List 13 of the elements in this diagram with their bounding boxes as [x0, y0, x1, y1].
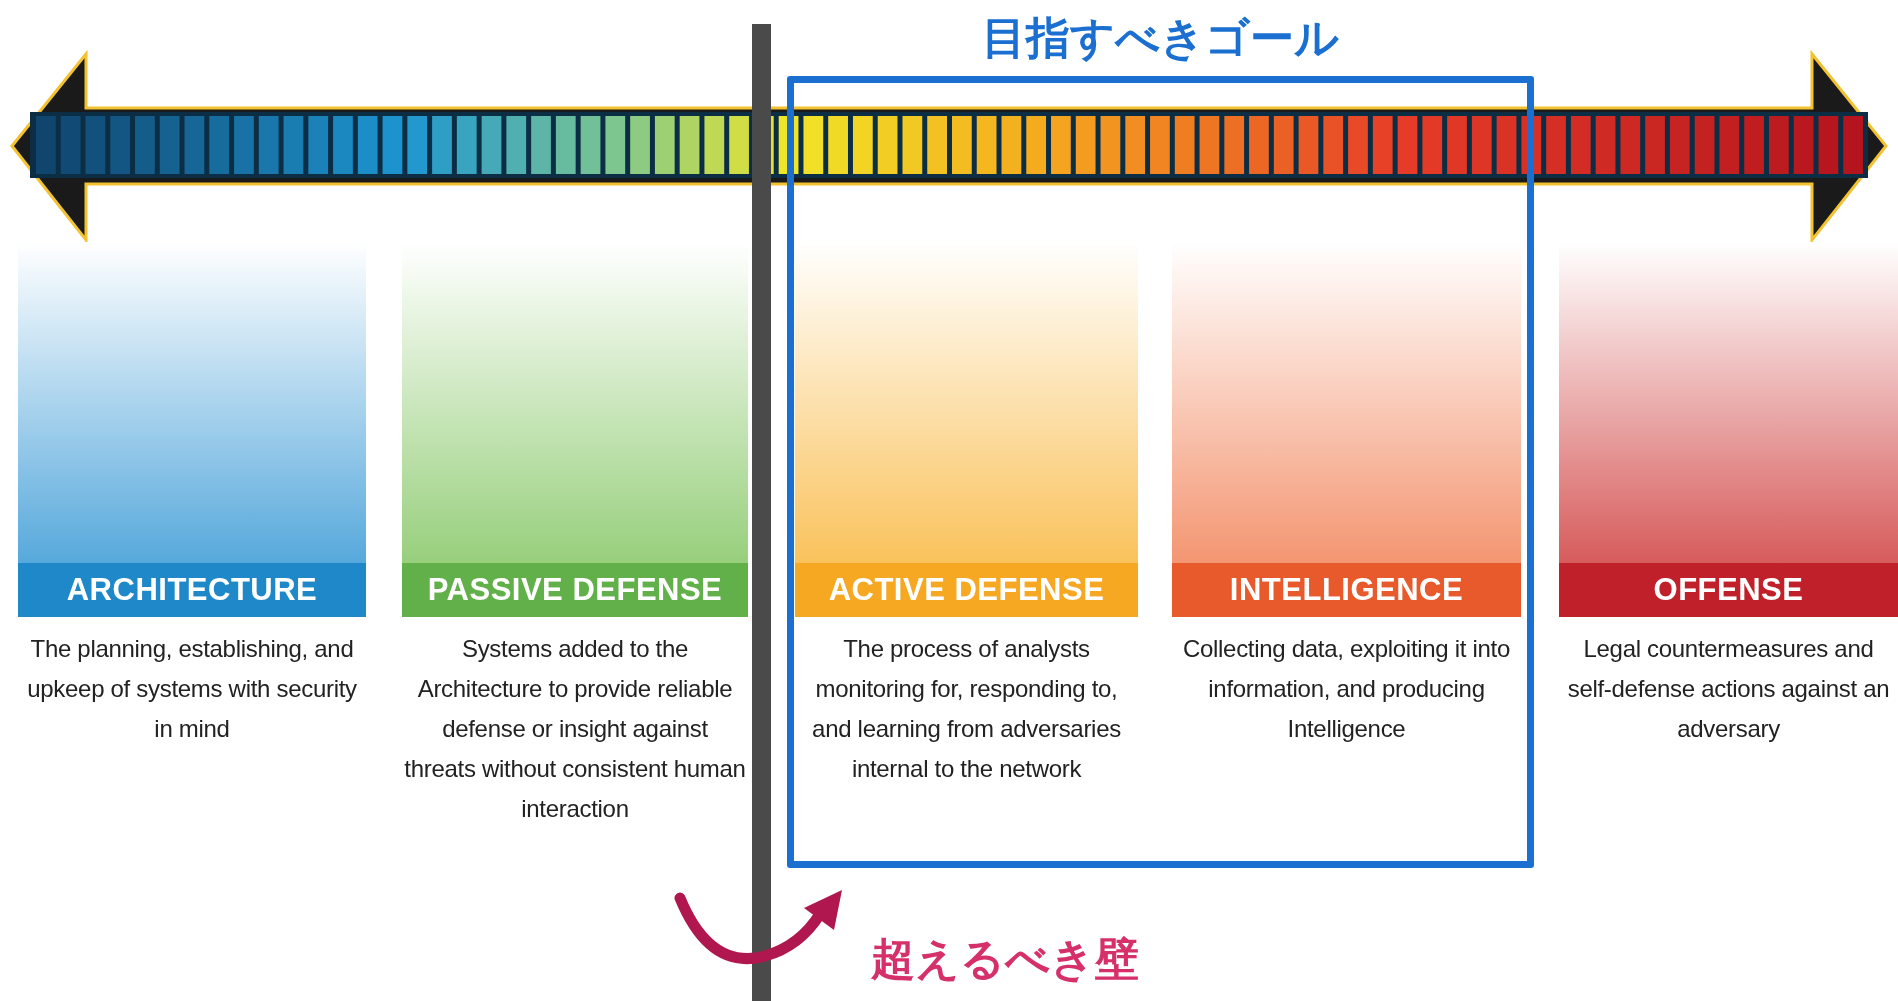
- wall-bar: [752, 24, 771, 1001]
- category-description: Legal countermeasures and self-defense actions against an adversary: [1566, 634, 1891, 744]
- category-description: The planning, establishing, and upkeep of systems with security in mind: [26, 634, 358, 744]
- category-header: PASSIVE DEFENSE: [402, 563, 748, 617]
- goal-heading: 目指すべきゴール: [981, 11, 1340, 65]
- category-description: Systems added to the Architecture to provide reliable defense or insight against threats without consistent human interaction: [403, 634, 747, 824]
- category-header: INTELLIGENCE: [1172, 563, 1521, 617]
- category-header: ARCHITECTURE: [18, 563, 366, 617]
- wall-label: 超えるべき壁: [871, 932, 1139, 986]
- category-description: The process of analysts monitoring for, responding to, and learning from adversaries internal to the network: [811, 634, 1122, 784]
- category-header: OFFENSE: [1559, 563, 1898, 617]
- category-description: Collecting data, exploiting it into information, and producing Intelligence: [1181, 634, 1511, 744]
- category-header: ACTIVE DEFENSE: [795, 563, 1138, 617]
